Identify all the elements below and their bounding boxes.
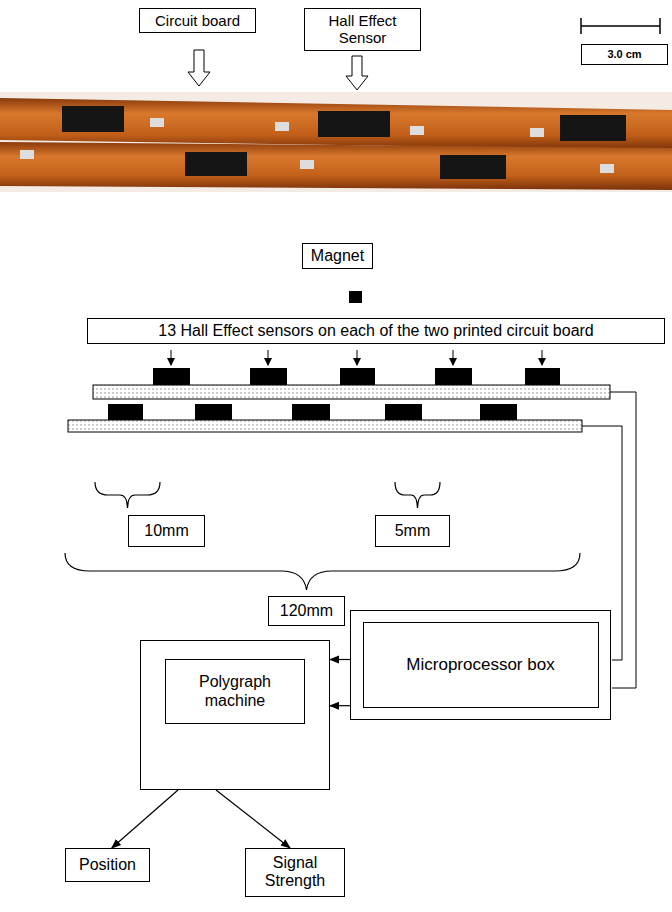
- connector-arrow: [330, 659, 350, 660]
- dimension-brace: [395, 482, 440, 508]
- output-box: Signal Strength: [245, 848, 345, 897]
- connector-arrow: [216, 790, 290, 848]
- label-box: Circuit board: [139, 8, 256, 33]
- dimension-brace: [95, 482, 160, 508]
- node-label: 13 Hall Effect sensors on each of the tw…: [94, 322, 658, 340]
- node-label: Polygraph machine: [165, 659, 305, 724]
- device-box: Polygraph machine: [140, 640, 330, 790]
- node-label: Circuit board: [146, 12, 249, 29]
- node-label: Signal Strength: [252, 854, 338, 891]
- node-label: 5mm: [382, 522, 443, 540]
- flex-strip: [0, 142, 672, 190]
- node-label: Magnet: [309, 247, 366, 265]
- node-label: Microprocessor box: [363, 622, 599, 708]
- node-label: 10mm: [135, 522, 198, 540]
- magnet-symbol: [349, 291, 362, 303]
- sensor-pointers: [171, 350, 542, 365]
- wire: [610, 392, 636, 688]
- pointer-arrow: [346, 56, 368, 90]
- connector-arrow: [112, 790, 178, 848]
- smd-part: [150, 118, 164, 127]
- label-box: 13 Hall Effect sensors on each of the tw…: [87, 318, 665, 344]
- dimension-box: 5mm: [375, 515, 450, 547]
- printed-circuit-board: [68, 420, 582, 432]
- smd-part: [600, 164, 614, 173]
- smd-part: [530, 128, 544, 137]
- node-label: 3.0 cm: [588, 48, 661, 61]
- label-box: Magnet: [302, 243, 373, 269]
- smd-part: [20, 150, 34, 159]
- pointer-arrow: [188, 50, 210, 86]
- scale-bar: [581, 18, 660, 34]
- photo-ground: [0, 92, 672, 192]
- output-box: Position: [65, 848, 150, 882]
- connector-arrow: [330, 705, 350, 706]
- circuit-board-photo: [0, 92, 672, 192]
- sensor-chip: [185, 152, 247, 176]
- node-label: 120mm: [275, 602, 338, 620]
- dimension-box: 10mm: [128, 515, 205, 547]
- printed-circuit-board: [93, 385, 610, 399]
- flex-strip: [0, 98, 672, 150]
- hall-sensors: [153, 368, 560, 385]
- dimension-box: 120mm: [268, 596, 345, 626]
- smd-part: [410, 126, 424, 135]
- sensor-chip: [560, 115, 626, 141]
- smd-part: [300, 160, 314, 169]
- sensor-chip: [318, 111, 390, 137]
- dimension-brace: [65, 553, 580, 590]
- node-label: Position: [72, 856, 143, 874]
- node-label: Hall Effect Sensor: [311, 12, 414, 47]
- hall-sensors: [108, 404, 517, 420]
- sensor-chip: [62, 106, 124, 132]
- scale-label: 3.0 cm: [581, 44, 668, 65]
- smd-part: [275, 122, 289, 131]
- label-box: Hall Effect Sensor: [304, 8, 421, 51]
- device-box: Microprocessor box: [350, 610, 611, 720]
- sensor-chip: [440, 155, 506, 179]
